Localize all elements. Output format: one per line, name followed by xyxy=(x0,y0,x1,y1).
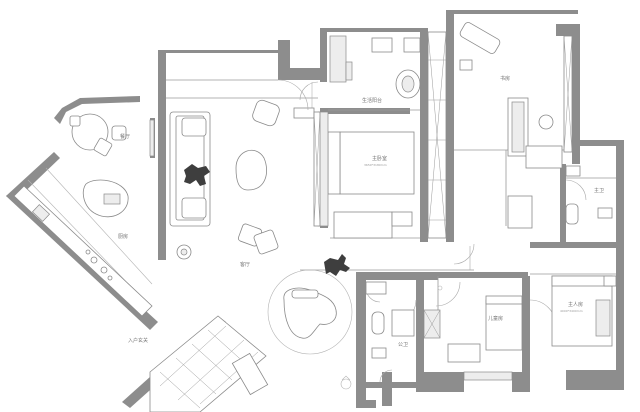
label-laundry: 生活阳台 xyxy=(362,97,382,104)
study-room xyxy=(459,22,563,229)
wall-study-top xyxy=(446,10,578,14)
kitchen-counter xyxy=(13,185,153,317)
wall-master-top xyxy=(320,108,410,114)
piano xyxy=(283,287,337,339)
wall-bottom-left xyxy=(356,400,376,408)
label-bath-center: 公卫 xyxy=(398,342,408,348)
wall-living-left xyxy=(158,50,166,260)
label-master-bedroom: 主卧室 xyxy=(372,155,387,162)
room-labels: 餐厅 厨房 客厅 入户玄关 生活阳台 主卧室 3650*3180mm 书房 主卫… xyxy=(118,75,604,348)
bed-kids xyxy=(485,299,523,351)
label-second-bedroom-size: 4000*3400mm xyxy=(560,309,583,313)
wall-top-step xyxy=(278,40,290,80)
wall-bath-right xyxy=(416,272,424,392)
wall-study-right xyxy=(572,24,580,164)
label-dining: 餐厅 xyxy=(120,133,130,140)
cabinet-hatch xyxy=(313,31,573,239)
wall-bottom-right xyxy=(566,370,624,390)
label-second-bedroom: 主人房 xyxy=(568,301,583,308)
coffee-table xyxy=(235,149,267,191)
bath-center xyxy=(365,281,415,359)
wall-right-step xyxy=(580,140,620,146)
wall-bath-left xyxy=(356,272,366,408)
label-bath-right: 主卫 xyxy=(594,187,604,194)
laundry-balcony xyxy=(329,35,421,99)
label-study: 书房 xyxy=(500,75,510,82)
wall-laundry-top xyxy=(320,28,426,32)
master-bedroom xyxy=(317,111,415,239)
bath-right xyxy=(565,165,613,225)
label-entry: 入户玄关 xyxy=(128,337,148,344)
living-room xyxy=(169,99,315,260)
label-living: 客厅 xyxy=(240,261,250,268)
wall-corridor-right xyxy=(420,28,428,242)
wall-kids-top xyxy=(416,272,528,278)
center-objects xyxy=(267,254,443,390)
wall-study-left xyxy=(446,10,454,242)
wall-right-outer xyxy=(616,140,624,390)
wall-bath-right-left xyxy=(560,164,566,248)
dining-area xyxy=(69,113,155,218)
wall-top-laundry xyxy=(320,28,327,82)
wall-top-living xyxy=(166,50,278,53)
wall-bath-top xyxy=(366,272,438,280)
second-bedroom xyxy=(551,275,617,347)
entry-area xyxy=(149,315,269,412)
robot-icon xyxy=(324,254,350,276)
wall-second-top xyxy=(530,242,624,248)
label-kitchen: 厨房 xyxy=(118,233,128,240)
wall-kitchen-outer xyxy=(6,152,60,202)
figure-icon xyxy=(184,164,210,186)
label-master-bedroom-size: 3650*3180mm xyxy=(364,163,387,167)
wall-kids-right xyxy=(522,276,530,390)
wall-bottom-mid xyxy=(512,372,530,392)
bed-master xyxy=(339,131,415,195)
wall-bath-bottom-step xyxy=(382,372,392,406)
label-kids-room: 儿童房 xyxy=(488,315,503,322)
wall-bottom-kids xyxy=(424,372,464,392)
wall-dining-curve xyxy=(54,96,140,124)
kids-room xyxy=(423,295,523,381)
wall-top-mid xyxy=(290,68,322,80)
